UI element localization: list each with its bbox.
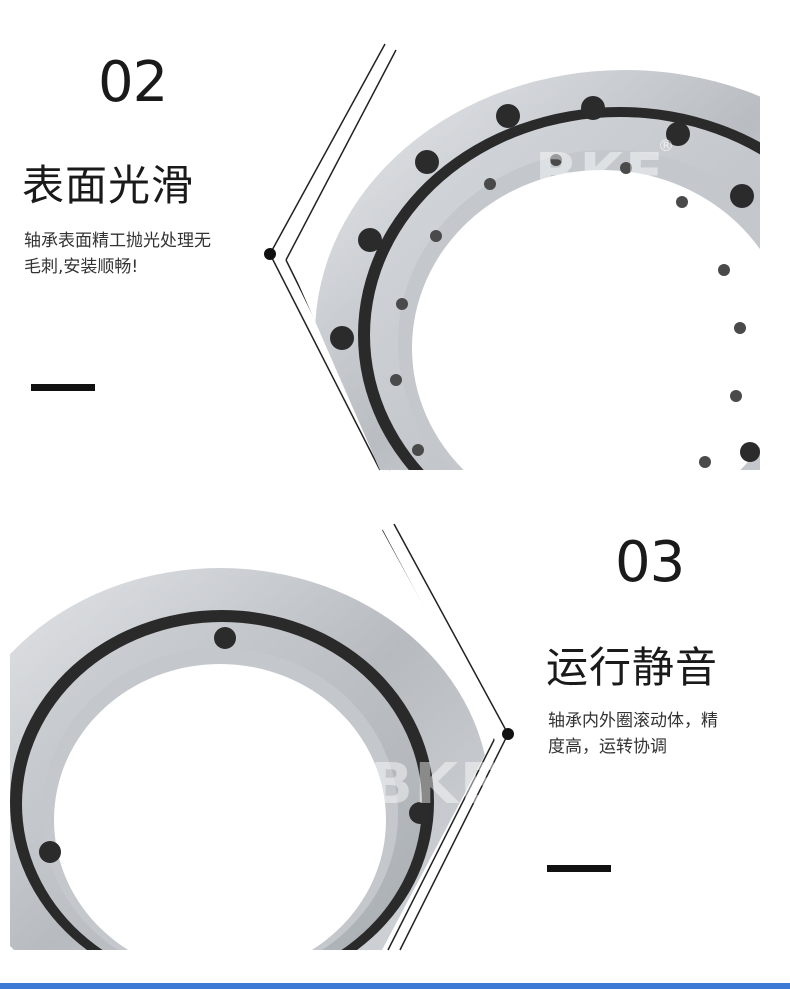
section1-desc-line2: 毛刺,安装顺畅! xyxy=(24,257,139,277)
section1-divider-bar xyxy=(31,384,95,391)
section2-title: 运行静音 xyxy=(546,643,719,692)
section2-divider-bar xyxy=(547,865,611,872)
section2-number: 03 xyxy=(615,530,685,595)
registered-icon: ® xyxy=(658,136,674,155)
section1-title: 表面光滑 xyxy=(22,161,195,210)
section1-number: 02 xyxy=(98,50,168,115)
section1-watermark: BKE xyxy=(535,142,666,207)
section2-desc-line2: 度高，运转协调 xyxy=(548,737,667,757)
section2-description: 轴承内外圈滚动体，精 度高，运转协调 xyxy=(548,708,778,760)
section1-bearing-image: BKE ® xyxy=(290,50,760,470)
section2-watermark: BKE xyxy=(370,752,500,817)
section1-desc-line1: 轴承表面精工抛光处理无 xyxy=(24,231,211,251)
section2-bearing-image: BKE xyxy=(10,530,500,950)
section1-description: 轴承表面精工抛光处理无 毛刺,安装顺畅! xyxy=(24,228,274,280)
bottom-accent-bar xyxy=(0,983,790,989)
section2-desc-line1: 轴承内外圈滚动体，精 xyxy=(548,711,718,731)
